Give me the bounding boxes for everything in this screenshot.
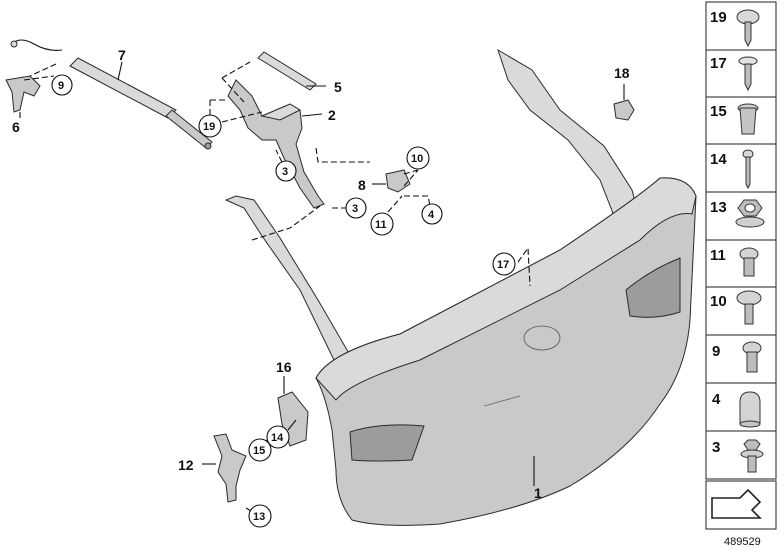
- arrow-symbol-icon: [711, 488, 762, 519]
- clip-part[interactable]: [613, 99, 635, 121]
- legend-item-14[interactable]: 14: [705, 143, 777, 193]
- legend-item-9[interactable]: 9: [705, 334, 777, 384]
- callout-19: 19: [203, 121, 215, 133]
- callout-5: 5: [334, 79, 342, 95]
- tailgate-latch[interactable]: [213, 433, 247, 503]
- tailgate-panel[interactable]: [224, 48, 697, 526]
- callout-circle-4: [421, 203, 443, 225]
- callout-circle-3b: [345, 197, 367, 219]
- legend-item-10[interactable]: 10: [705, 286, 777, 336]
- rubber-cap-icon: [739, 391, 761, 428]
- legend-label-11: 11: [710, 247, 726, 264]
- legend-label-9: 9: [712, 343, 720, 360]
- torx-bolt-washer-icon: [736, 290, 762, 325]
- callout-circle-3a: [275, 160, 297, 182]
- callout-circle-13: [248, 504, 272, 528]
- callout-1: 1: [534, 485, 542, 501]
- callout-12: 12: [178, 457, 194, 473]
- legend-item-13[interactable]: 13: [705, 191, 777, 241]
- callout-8: 8: [358, 177, 366, 193]
- callout-circle-17: [492, 252, 516, 276]
- legend-label-3: 3: [712, 439, 720, 456]
- expansion-nut-icon: [737, 103, 759, 135]
- callout-15: 15: [253, 445, 265, 457]
- callout-circle-11: [370, 212, 394, 236]
- callout-17: 17: [497, 259, 509, 271]
- legend-item-4[interactable]: 4: [705, 382, 777, 432]
- legend-item-17[interactable]: 17: [705, 49, 777, 98]
- legend-item-3[interactable]: 3: [705, 430, 777, 480]
- legend-label-4: 4: [712, 391, 721, 408]
- legend-item-19[interactable]: 19: [705, 1, 777, 51]
- strut-bracket[interactable]: [5, 39, 63, 113]
- tailgate-hinge[interactable]: [227, 79, 325, 209]
- callout-18: 18: [614, 65, 630, 81]
- callout-16: 16: [276, 359, 292, 375]
- hex-flange-nut-icon: [735, 199, 765, 228]
- callout-circle-15: [248, 438, 272, 462]
- long-bolt-icon: [742, 149, 754, 190]
- legend-label-13: 13: [710, 199, 727, 216]
- legend-nav-cell[interactable]: [705, 480, 777, 530]
- small-strut[interactable]: [257, 51, 317, 91]
- parts-legend: 19 17 15 14: [705, 1, 777, 548]
- callout-3b: 3: [352, 203, 358, 215]
- callout-14: 14: [271, 432, 284, 444]
- callout-circle-14: [266, 425, 290, 449]
- callout-circle-10: [406, 146, 430, 170]
- callouts: 1 2 3 3 4 5 6 7 8 9 10 11 12 13 14 15 16…: [12, 47, 630, 528]
- legend-label-19: 19: [710, 9, 727, 26]
- callout-circle-9: [51, 74, 73, 96]
- callout-4: 4: [428, 209, 435, 221]
- torx-screw-icon: [736, 9, 760, 48]
- callout-2: 2: [328, 107, 336, 123]
- hinge-bracket[interactable]: [385, 169, 411, 193]
- callout-10: 10: [411, 153, 423, 165]
- callout-circle-19: [198, 114, 222, 138]
- callout-11: 11: [375, 219, 387, 231]
- gas-strut[interactable]: [69, 57, 213, 150]
- legend-label-15: 15: [710, 103, 727, 120]
- hex-flange-bolt-icon: [740, 439, 764, 473]
- legend-item-11[interactable]: 11: [705, 239, 777, 288]
- callout-7: 7: [118, 47, 126, 63]
- legend-item-15[interactable]: 15: [705, 96, 777, 145]
- callout-3a: 3: [282, 166, 288, 178]
- legend-label-14: 14: [710, 151, 727, 168]
- reference-number: 489529: [724, 536, 761, 548]
- torx-bolt-icon: [739, 247, 759, 277]
- callout-9: 9: [58, 80, 64, 92]
- plastic-rivet-icon: [738, 56, 758, 92]
- legend-label-17: 17: [710, 55, 727, 72]
- leader-lines: [19, 61, 625, 515]
- legend-label-10: 10: [710, 293, 727, 310]
- callout-6: 6: [12, 119, 20, 135]
- torx-bolt-short-icon: [742, 341, 762, 373]
- callout-13: 13: [253, 511, 265, 523]
